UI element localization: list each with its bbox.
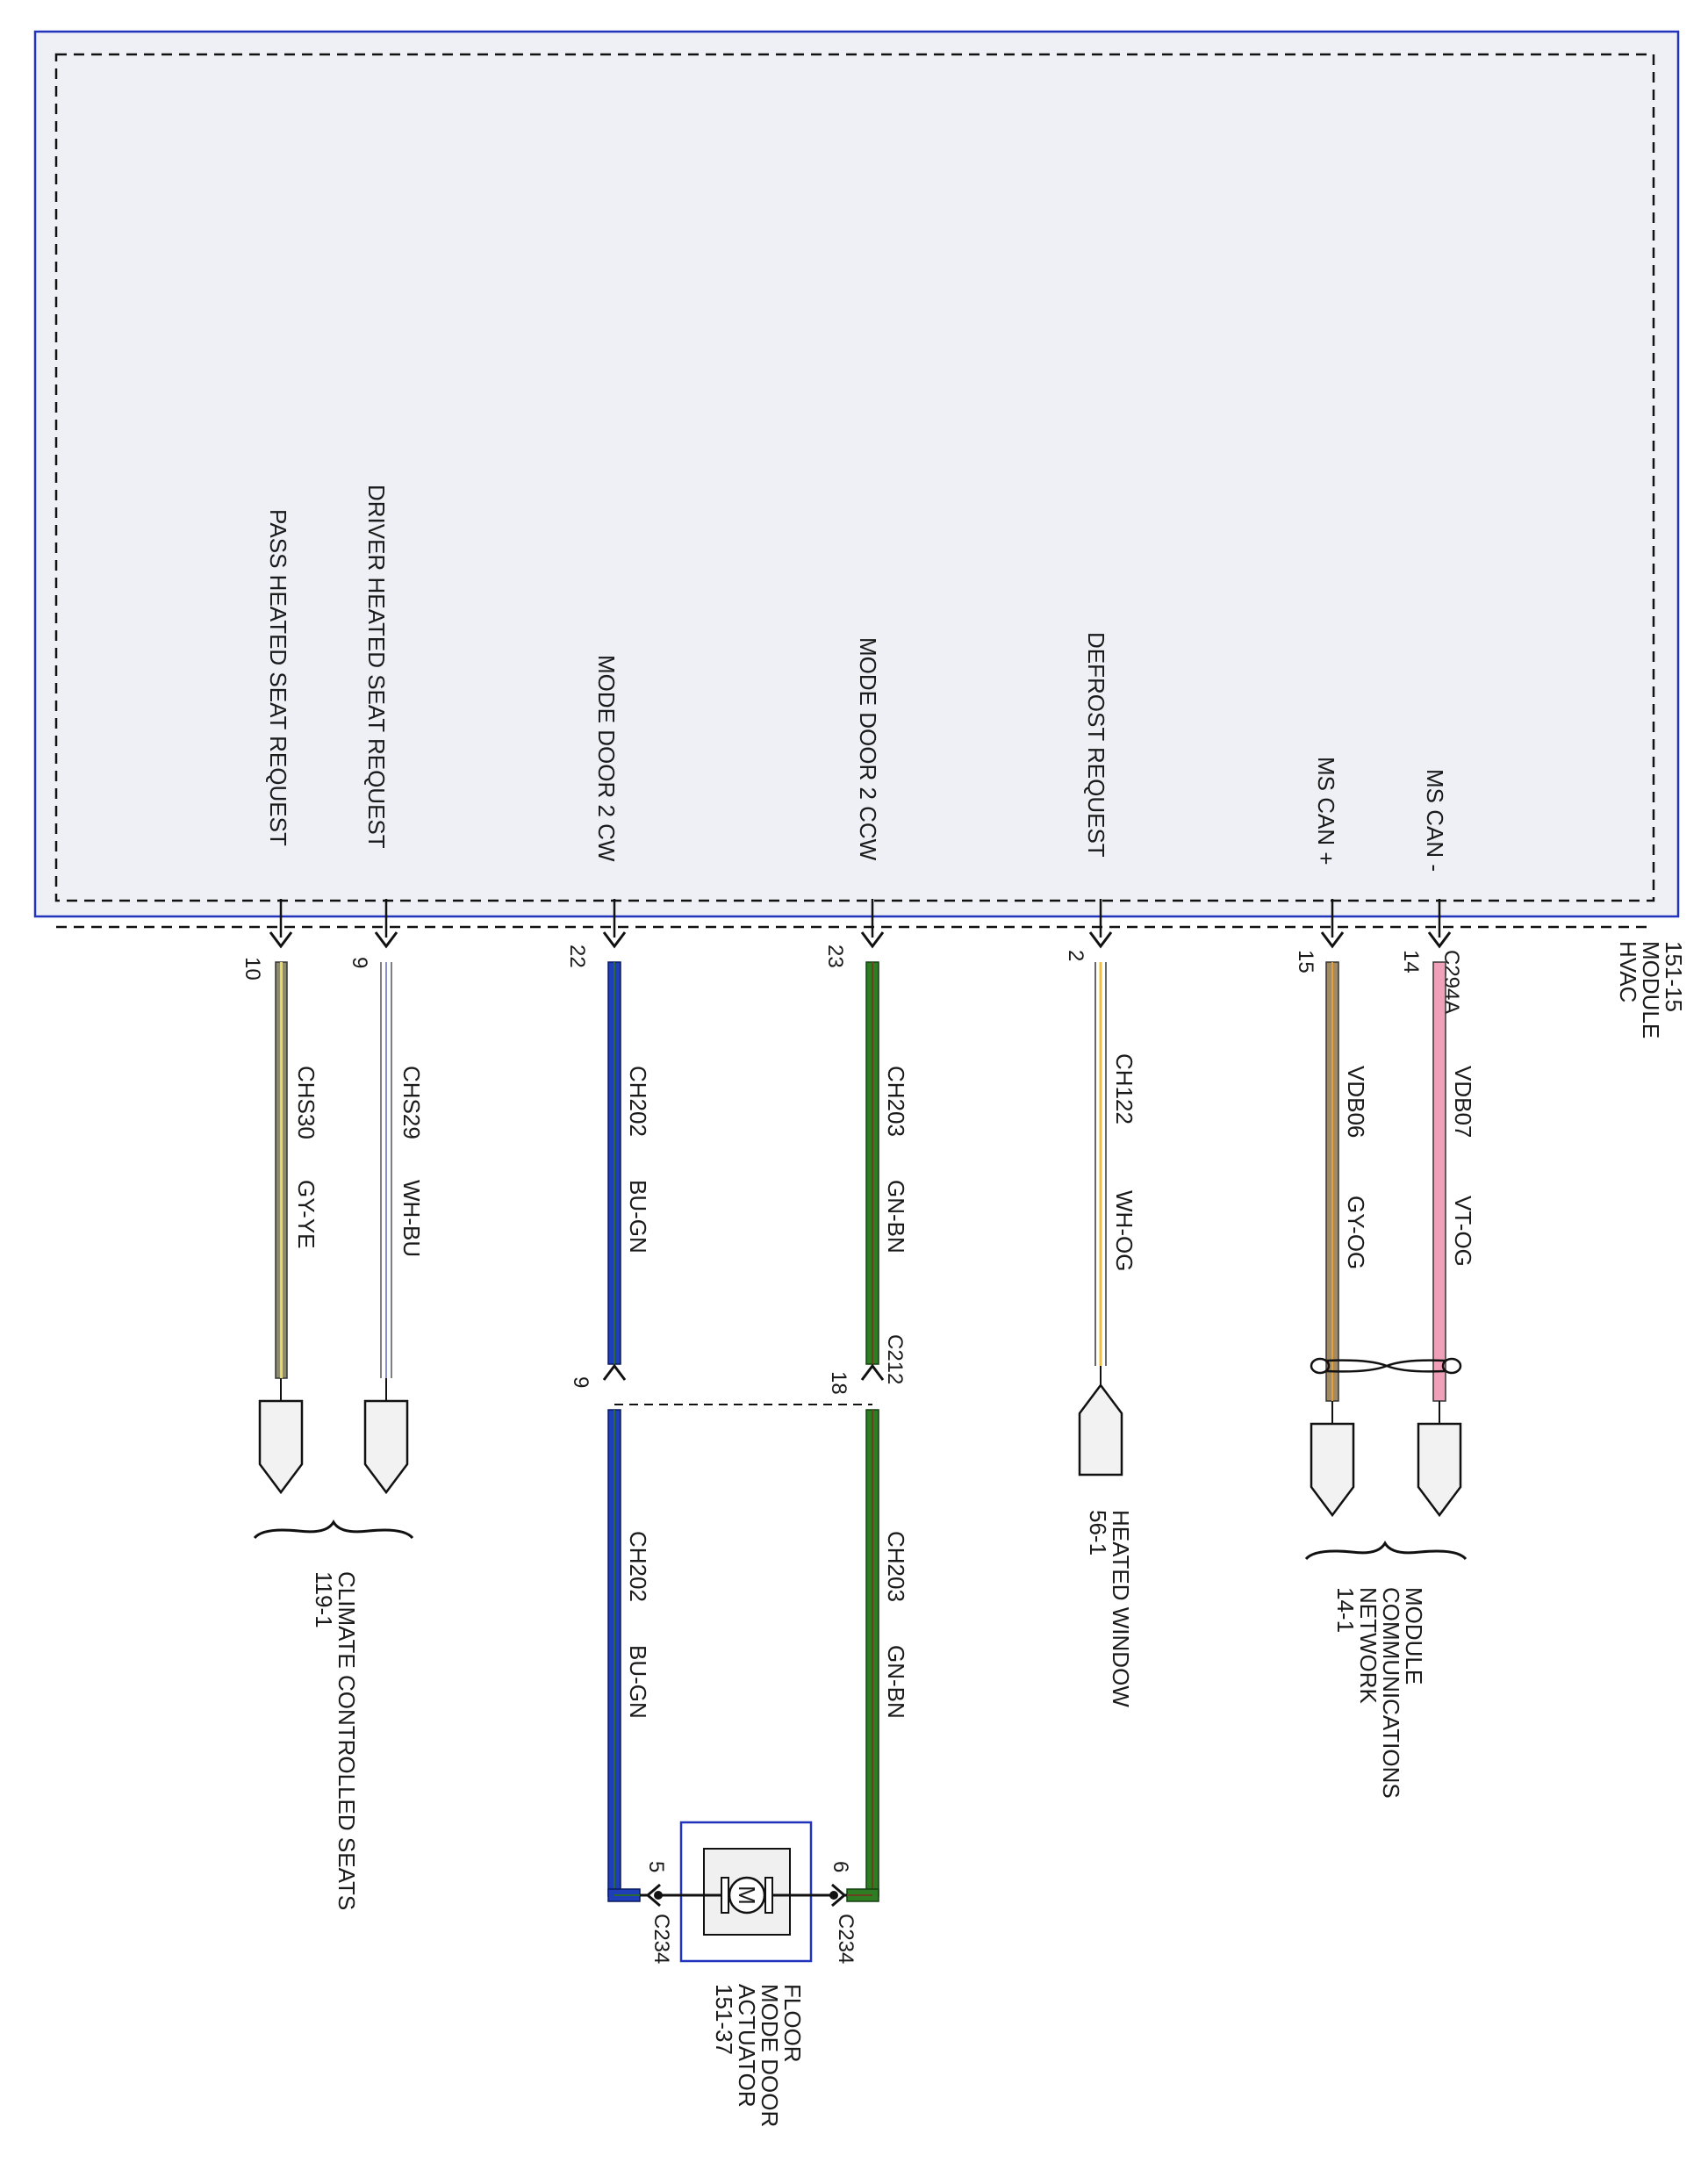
pin-chevron-15: [1320, 931, 1345, 949]
circuit-ch122: CH122: [1111, 1053, 1137, 1124]
signal-label-ms-can-plus: MS CAN +: [1313, 757, 1339, 866]
color-ch203-lower: GN-BN: [883, 1645, 909, 1719]
network-destination: MODULE COMMUNICATIONS NETWORK 14-1: [1332, 1587, 1427, 1799]
heated-window-line-2: 56-1: [1085, 1510, 1111, 1556]
circuit-chs30: CHS30: [293, 1066, 319, 1139]
color-ch202-lower: BU-GN: [625, 1645, 651, 1719]
heated-window-connector: [1078, 1383, 1123, 1476]
wire-vdb07: [1432, 961, 1446, 1402]
c212-label: C212: [883, 1334, 907, 1384]
seats-brace: [253, 1519, 414, 1540]
circuit-ch203-upper: CH203: [883, 1066, 909, 1137]
pin-chevron-2: [1088, 931, 1113, 949]
actuator-name: FLOOR MODE DOOR ACTUATOR 151-37: [711, 1984, 806, 2127]
pin-chevron-23: [860, 931, 885, 949]
signal-label-defrost: DEFROST REQUEST: [1083, 632, 1109, 858]
signal-label-ms-can-minus: MS CAN -: [1422, 769, 1448, 872]
wire-chs29: [380, 962, 392, 1378]
hvac-module-name-line-1: HVAC: [1615, 941, 1641, 1002]
circuit-ch203-lower: CH203: [883, 1531, 909, 1602]
actuator-name-line-4: 151-37: [711, 1984, 737, 2055]
signal-label-mode-door-ccw: MODE DOOR 2 CCW: [855, 637, 881, 861]
seats-connector-driver: [363, 1399, 409, 1495]
motor-symbol-letter: M: [734, 1886, 760, 1905]
pin-chevron-9: [374, 931, 398, 949]
circuit-vdb06: VDB06: [1343, 1066, 1369, 1138]
hvac-module-name-line-3: 151-15: [1661, 941, 1687, 1012]
c212-chevron-9: [602, 1363, 627, 1381]
circuit-vdb07: VDB07: [1450, 1066, 1476, 1138]
network-line-1: MODULE: [1401, 1587, 1427, 1685]
heated-window-destination: HEATED WINDOW 56-1: [1085, 1510, 1134, 1707]
network-line-4: 14-1: [1332, 1587, 1359, 1633]
circuit-ch202-upper: CH202: [625, 1066, 651, 1137]
actuator-name-line-1: FLOOR: [779, 1984, 806, 2063]
seats-connector-pass: [258, 1399, 304, 1495]
c234-label-right: C234: [834, 1914, 858, 1964]
pin-number-10: 10: [240, 957, 264, 981]
signal-label-pass-heated-seat: PASS HEATED SEAT REQUEST: [265, 509, 291, 846]
c212-chevron-18: [860, 1363, 885, 1381]
pin-chevron-14: [1427, 931, 1452, 949]
hvac-module-name: HVAC MODULE 151-15: [1615, 941, 1687, 1038]
signal-label-driver-heated-seat: DRIVER HEATED SEAT REQUEST: [363, 485, 390, 849]
seats-destination-line-2: 119-1: [311, 1571, 337, 1628]
pin-number-9: 9: [348, 957, 371, 968]
circuit-chs29: CHS29: [398, 1066, 425, 1139]
twisted-pair-symbol: [1310, 1357, 1462, 1375]
pin-number-22: 22: [565, 945, 589, 968]
seats-destination-line-1: CLIMATE CONTROLLED SEATS: [334, 1571, 360, 1910]
actuator-node-left: [654, 1891, 663, 1900]
c212-pin-18: 18: [827, 1371, 850, 1395]
pin-chevron-22: [602, 931, 627, 949]
c234-pin-5: 5: [644, 1861, 668, 1872]
hvac-module-name-line-2: MODULE: [1638, 941, 1664, 1038]
hvac-module-box: [33, 30, 1680, 918]
actuator-name-line-3: ACTUATOR: [734, 1984, 760, 2108]
color-vdb06: GY-OG: [1343, 1196, 1369, 1269]
color-ch202-upper: BU-GN: [625, 1180, 651, 1254]
c234-label-left: C234: [649, 1914, 673, 1964]
network-connector-plus: [1310, 1422, 1355, 1518]
circuit-color-vdb07: VT-OG: [1450, 1196, 1476, 1267]
signal-label-mode-door-cw: MODE DOOR 2 CW: [593, 655, 620, 862]
actuator-name-line-2: MODE DOOR: [757, 1984, 783, 2127]
pin-number-2: 2: [1064, 950, 1087, 961]
wire-ch122: [1094, 962, 1107, 1366]
color-chs30: GY-YE: [293, 1180, 319, 1249]
network-connector-minus: [1417, 1422, 1462, 1518]
pin-number-15: 15: [1294, 950, 1317, 974]
actuator-node-right: [829, 1891, 838, 1900]
c234-pin-6: 6: [829, 1861, 852, 1872]
motor-icon: [721, 1876, 773, 1915]
heated-window-line-1: HEATED WINDOW: [1108, 1510, 1134, 1707]
pin-chevron-10: [269, 931, 293, 949]
network-line-2: COMMUNICATIONS: [1378, 1587, 1404, 1799]
pin-number-14: 14: [1399, 950, 1423, 974]
color-ch122: WH-OG: [1111, 1190, 1137, 1271]
network-brace: [1304, 1540, 1468, 1561]
seats-destination: CLIMATE CONTROLLED SEATS 119-1: [311, 1571, 360, 1910]
network-line-3: NETWORK: [1355, 1587, 1381, 1705]
hvac-module-internal-outline: [54, 53, 1655, 902]
c212-pin-9: 9: [569, 1376, 592, 1388]
circuit-ch202-lower: CH202: [625, 1531, 651, 1602]
color-chs29: WH-BU: [398, 1180, 425, 1257]
pin-number-23: 23: [823, 945, 847, 968]
color-ch203-upper: GN-BN: [883, 1180, 909, 1254]
